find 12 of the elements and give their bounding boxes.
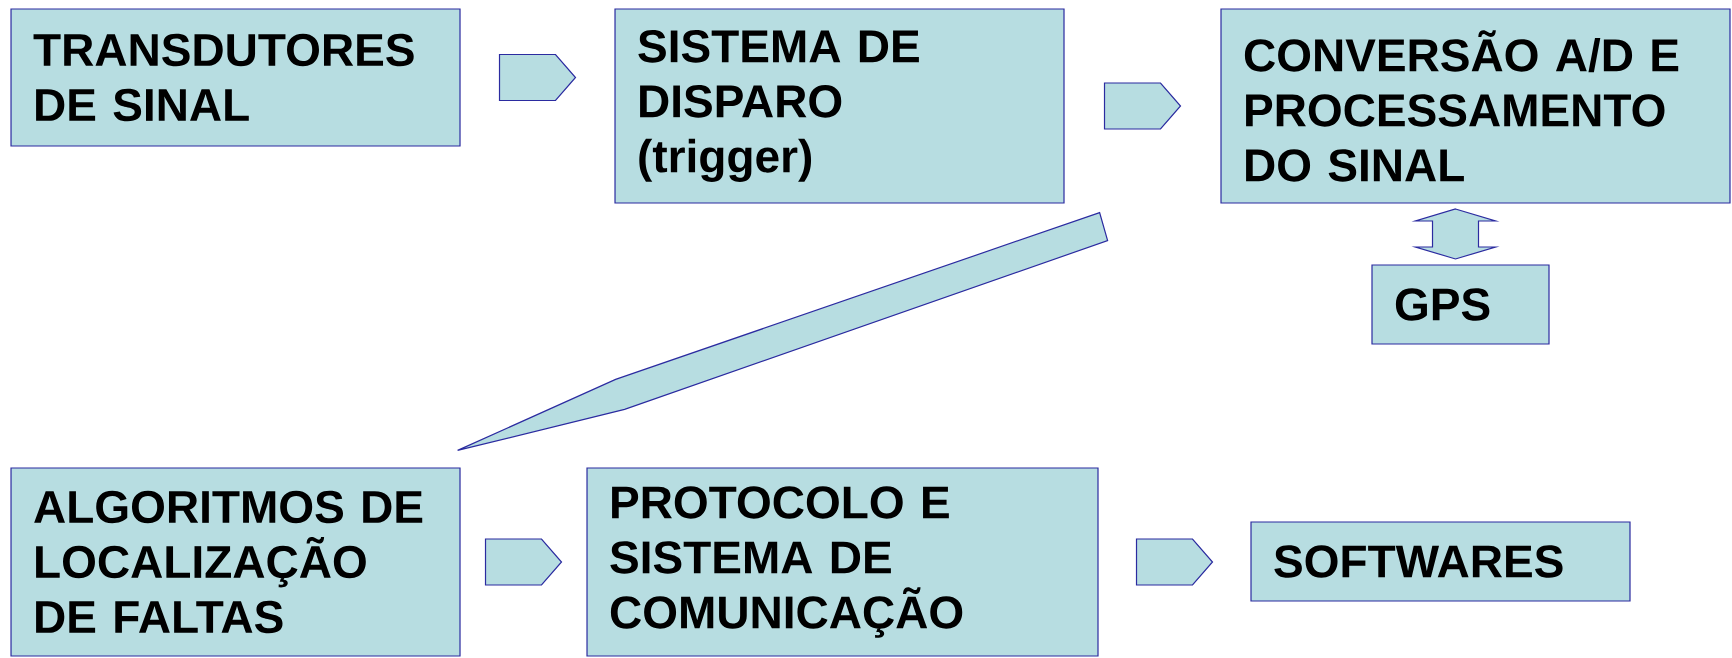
process-box: ALGORITMOS DE LOCALIZAÇÃO DE FALTAS [10,467,461,657]
process-box: SISTEMA DE DISPARO (trigger) [614,8,1065,204]
block-arrow [1103,82,1182,130]
process-box: GPS [1371,264,1550,345]
block-arrow [484,538,563,586]
block-arrow [1411,208,1500,260]
process-box: CONVERSÃO A/D E PROCESSAMENTO DO SINAL [1220,8,1731,204]
process-box: SOFTWARES [1250,521,1631,602]
block-arrow [1135,538,1214,586]
process-box: PROTOCOLO E SISTEMA DE COMUNICAÇÃO [586,467,1099,657]
process-box: TRANSDUTORES DE SINAL [10,8,461,147]
block-arrow [498,53,577,102]
